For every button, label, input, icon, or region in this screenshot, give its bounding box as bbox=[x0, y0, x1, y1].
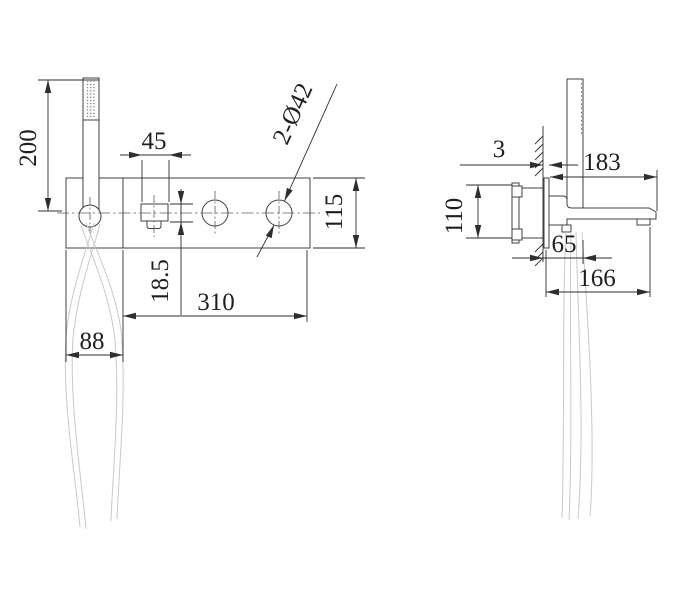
spout-body-front bbox=[140, 203, 169, 222]
hose-line bbox=[64, 222, 95, 528]
dim-183: 183 bbox=[550, 149, 658, 211]
dim-45: 45 bbox=[120, 128, 191, 202]
mounting-tab-bottom bbox=[511, 228, 523, 241]
dim-label-65: 65 bbox=[552, 231, 577, 258]
dim-110: 110 bbox=[441, 184, 512, 239]
shower-hose-front bbox=[64, 222, 124, 530]
dim-310: 310 bbox=[122, 250, 308, 362]
spout-front bbox=[140, 203, 169, 229]
dim-label-18-5: 18.5 bbox=[147, 259, 174, 303]
dim-label-45: 45 bbox=[142, 128, 167, 155]
shower-hose-side bbox=[561, 231, 593, 521]
dim-label-200: 200 bbox=[15, 129, 42, 167]
mounting-tab-top bbox=[511, 185, 523, 198]
side-view: 3 183 110 65 bbox=[441, 78, 658, 521]
spout-lip-front bbox=[146, 220, 162, 229]
hand-shower-side bbox=[566, 78, 584, 209]
hose-outlet bbox=[561, 224, 572, 233]
mounting-bar bbox=[511, 182, 520, 244]
hose-line bbox=[85, 222, 124, 520]
dim-115: 115 bbox=[313, 177, 365, 249]
shower-head-dots bbox=[85, 81, 97, 118]
hose-line bbox=[581, 231, 593, 517]
dim-label-2x42: 2-Ø42 bbox=[268, 79, 319, 148]
hand-shower-body-side bbox=[566, 78, 584, 209]
dim-label-310: 310 bbox=[197, 289, 235, 316]
wall-plate-side bbox=[543, 177, 550, 249]
center-lines-front bbox=[57, 191, 320, 237]
dim-label-110: 110 bbox=[441, 198, 468, 235]
dim-label-3: 3 bbox=[493, 136, 506, 163]
dim-88: 88 bbox=[65, 250, 123, 362]
dim-label-166: 166 bbox=[578, 265, 616, 292]
hose-line bbox=[80, 224, 118, 522]
dim-label-183: 183 bbox=[583, 149, 621, 176]
front-view: 200 45 18.5 310 bbox=[15, 77, 365, 530]
dim-166: 166 bbox=[545, 227, 651, 297]
spout-arm bbox=[548, 195, 657, 226]
dim-18-5: 18.5 bbox=[147, 189, 193, 315]
dim-65: 65 bbox=[512, 231, 612, 264]
hose-line bbox=[575, 231, 582, 520]
dim-3: 3 bbox=[460, 136, 578, 169]
hose-line bbox=[71, 223, 101, 530]
spout-nozzle bbox=[636, 218, 651, 226]
dim-200: 200 bbox=[15, 79, 99, 212]
hose-line bbox=[561, 231, 567, 519]
dim-label-115: 115 bbox=[321, 194, 348, 231]
hose-line bbox=[568, 231, 572, 521]
spout-side bbox=[548, 195, 657, 233]
dim-label-88: 88 bbox=[80, 328, 105, 355]
in-wall-valve-body bbox=[511, 182, 544, 244]
wall-hatching bbox=[534, 135, 544, 267]
valve-body bbox=[518, 187, 544, 239]
